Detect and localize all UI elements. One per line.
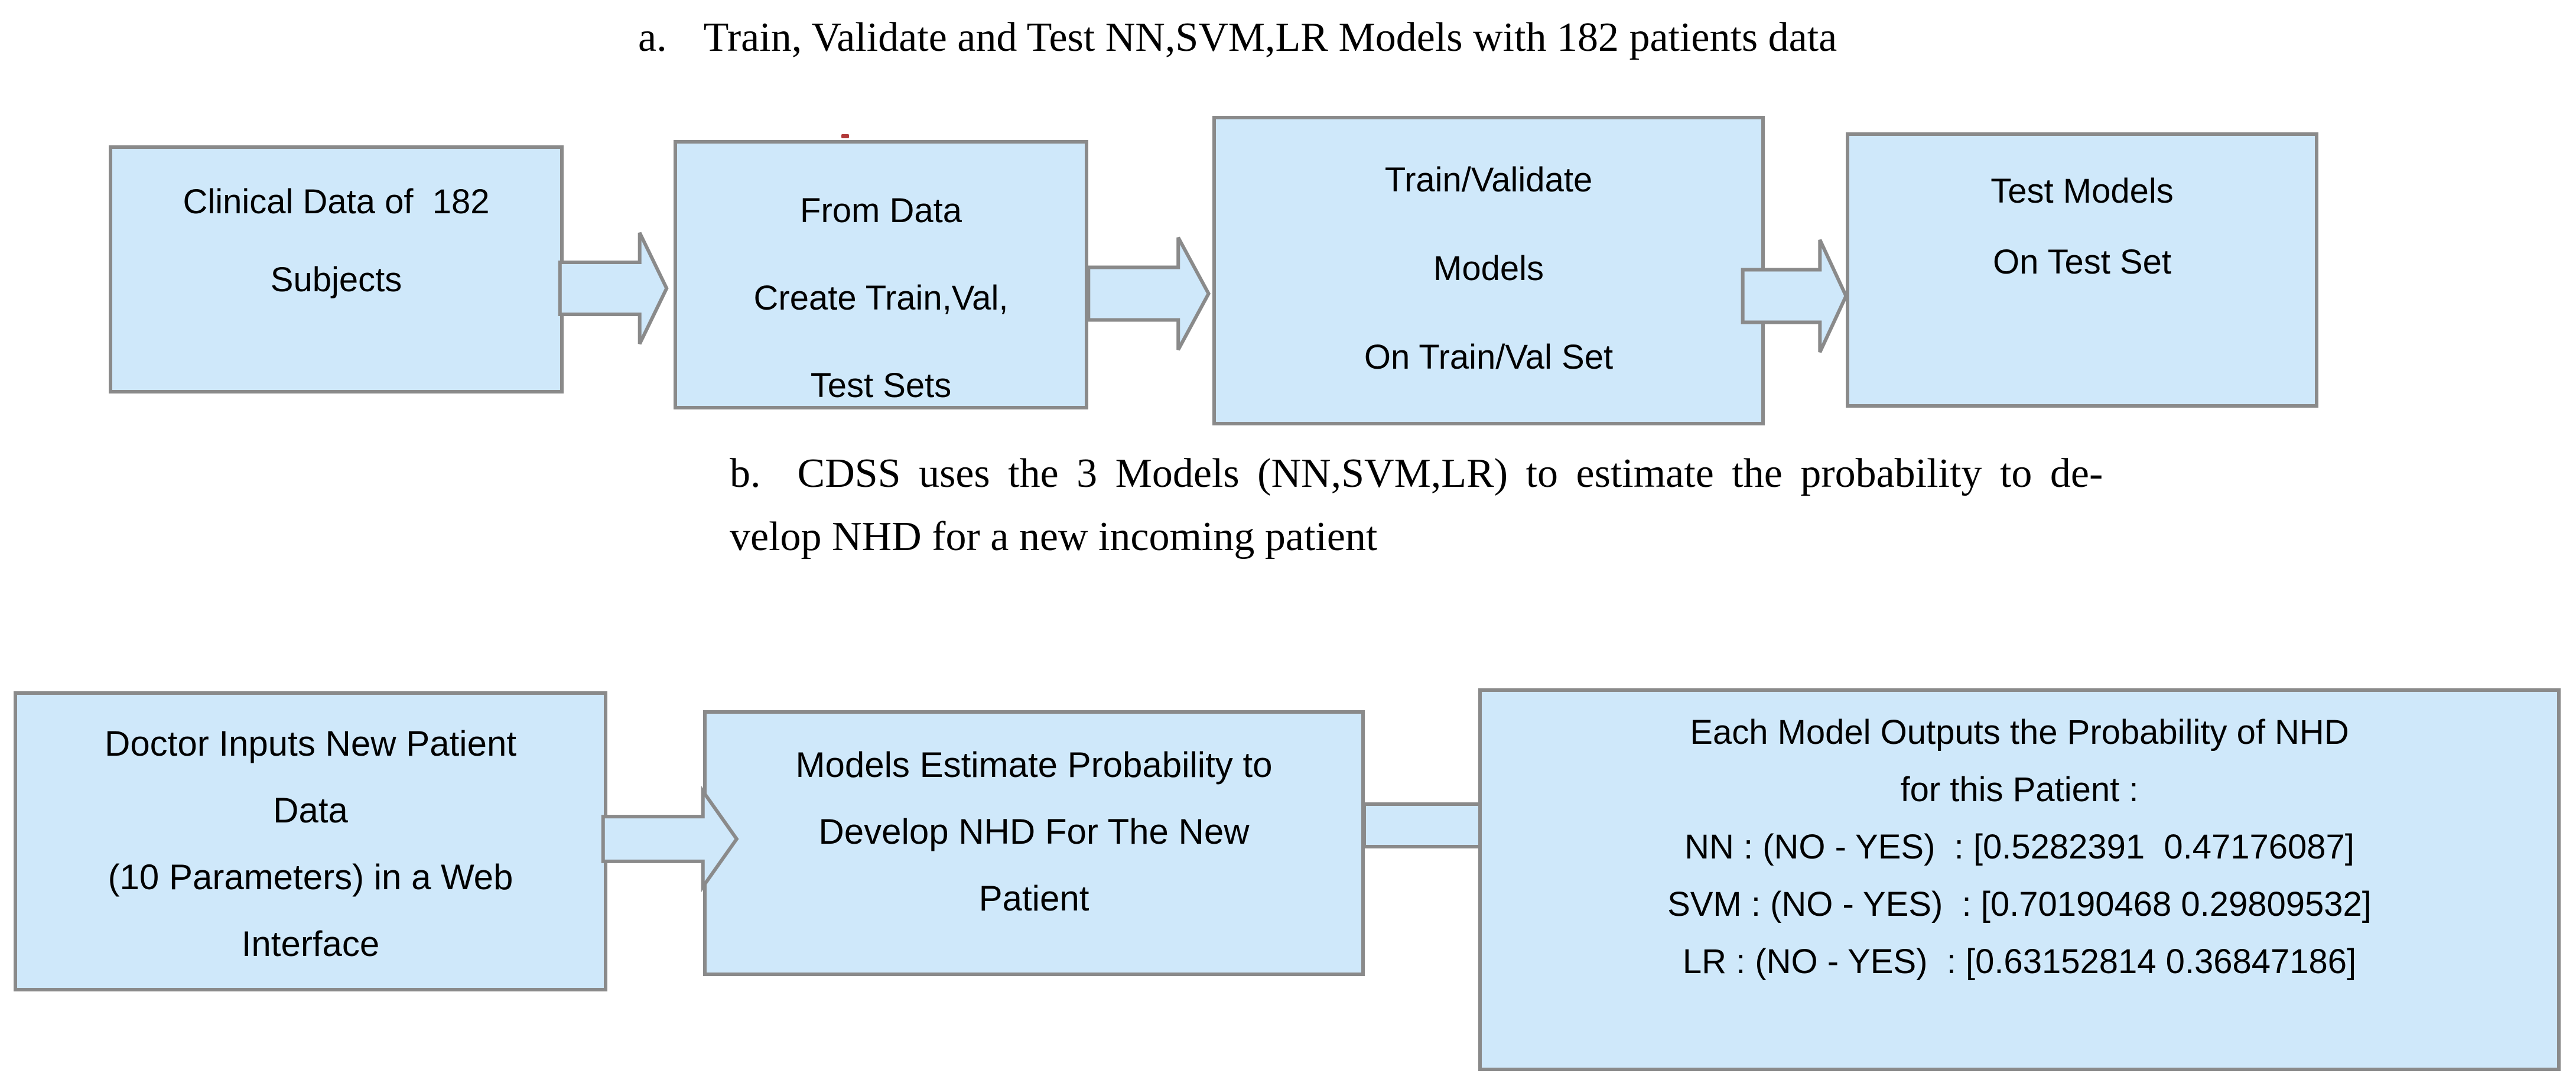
box-text-line: Clinical Data of 182 [183,183,490,221]
flow-b-box-model-outputs: Each Model Outputs the Probability of NH… [1478,688,2561,1071]
box-text-line: Doctor Inputs New Patient [104,724,516,763]
right-block-arrow-icon [558,229,670,347]
box-text-line: Models [1433,249,1544,288]
box-text-line: Develop NHD For The New [818,812,1250,851]
box-text-line: From Data [800,191,962,230]
box-text-line: Interface [241,924,380,964]
connector-bar [1362,802,1482,848]
box-text-line: Test Sets [810,366,952,405]
caption-b-line1: b. CDSS uses the 3 Models (NN,SVM,LR) to … [730,442,2103,505]
flow-a-box-create-sets: From Data Create Train,Val, Test Sets [674,140,1088,409]
box-text-line: On Train/Val Set [1364,338,1614,376]
flow-a-box-test-models: Test Models On Test Set [1846,132,2318,408]
flow-b-box-models-estimate: Models Estimate Probability to Develop N… [703,710,1365,976]
box-text-line: On Test Set [1993,243,2171,281]
flow-b-box-doctor-inputs: Doctor Inputs New Patient Data (10 Param… [14,691,607,991]
box-text-line: for this Patient : [1900,770,2139,809]
caption-b-label: b. [730,451,761,496]
box-text-line: Models Estimate Probability to [795,745,1273,785]
caption-a: a. Train, Validate and Test NN,SVM,LR Mod… [638,6,1837,69]
nn-output-line: NN : (NO - YES) : [0.5282391 0.47176087] [1684,828,2354,866]
caption-b-text-1: CDSS uses the 3 Models (NN,SVM,LR) to es… [797,451,2103,496]
caption-a-text: Train, Validate and Test NN,SVM,LR Model… [703,15,1837,60]
red-artifact-mark [841,134,849,138]
right-block-arrow-icon [1741,236,1849,356]
caption-b: b. CDSS uses the 3 Models (NN,SVM,LR) to … [730,442,2103,568]
right-block-arrow-icon [600,788,741,890]
svm-output-line: SVM : (NO - YES) : [0.70190468 0.2980953… [1667,885,2372,923]
caption-a-label: a. [638,15,667,60]
box-text-line: Create Train,Val, [753,279,1009,317]
right-block-arrow-icon [1086,234,1212,353]
box-text-line: Train/Validate [1384,161,1593,199]
box-text-line: (10 Parameters) in a Web [108,857,513,897]
box-text-line: Test Models [1990,172,2174,210]
lr-output-line: LR : (NO - YES) : [0.63152814 0.36847186… [1682,942,2357,981]
box-text-line: Subjects [270,261,402,299]
caption-b-text-2: velop NHD for a new incoming patient [730,514,1378,560]
box-text-line: Patient [978,879,1089,918]
flow-a-box-clinical-data: Clinical Data of 182 Subjects [109,145,564,393]
box-text-line: Each Model Outputs the Probability of NH… [1690,713,2349,752]
box-text-line: Data [273,791,348,830]
flow-a-box-train-validate: Train/Validate Models On Train/Val Set [1212,116,1765,425]
